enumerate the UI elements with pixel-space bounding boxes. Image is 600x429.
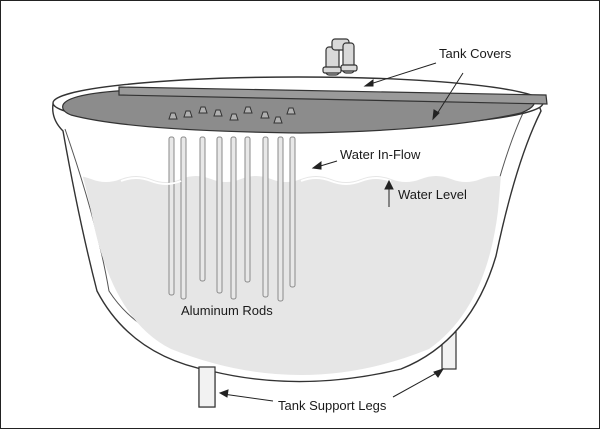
- arrow-support-leg-left: [222, 393, 274, 402]
- label-tank-covers: Tank Covers: [439, 46, 512, 61]
- nozzle: [260, 111, 270, 119]
- water-surface: [120, 177, 392, 185]
- rod-nozzles: [168, 106, 296, 124]
- aluminum-rod: [262, 136, 269, 298]
- aluminum-rod: [216, 136, 223, 294]
- label-aluminum-rods: Aluminum Rods: [181, 303, 273, 318]
- aluminum-rod: [168, 136, 175, 296]
- nozzle: [286, 107, 296, 115]
- label-tank-support-legs: Tank Support Legs: [278, 398, 387, 413]
- nozzle: [273, 116, 283, 124]
- aluminum-rod: [180, 136, 187, 300]
- aluminum-rod: [230, 136, 237, 300]
- nozzle: [213, 109, 223, 117]
- tank-cover-bar: [118, 86, 548, 105]
- annotation-arrows: [218, 62, 464, 402]
- nozzle: [198, 106, 208, 114]
- arrow-support-leg-right: [392, 370, 441, 398]
- inflow-pipe: [322, 38, 358, 76]
- aluminum-rod: [244, 136, 251, 283]
- nozzle: [229, 113, 239, 121]
- nozzle: [168, 112, 178, 120]
- support-leg-front: [198, 366, 216, 408]
- aluminum-rod: [277, 136, 284, 302]
- water-volume: [63, 176, 503, 375]
- arrow-tank-covers-lid: [434, 72, 464, 118]
- label-water-level: Water Level: [398, 187, 467, 202]
- nozzle: [183, 110, 193, 118]
- aluminum-rod: [199, 136, 206, 282]
- aluminum-rods: [168, 136, 296, 302]
- arrow-tank-covers-bar: [366, 62, 437, 86]
- nozzle: [243, 106, 253, 114]
- aluminum-rod: [289, 136, 296, 288]
- label-water-inflow: Water In-Flow: [340, 147, 421, 162]
